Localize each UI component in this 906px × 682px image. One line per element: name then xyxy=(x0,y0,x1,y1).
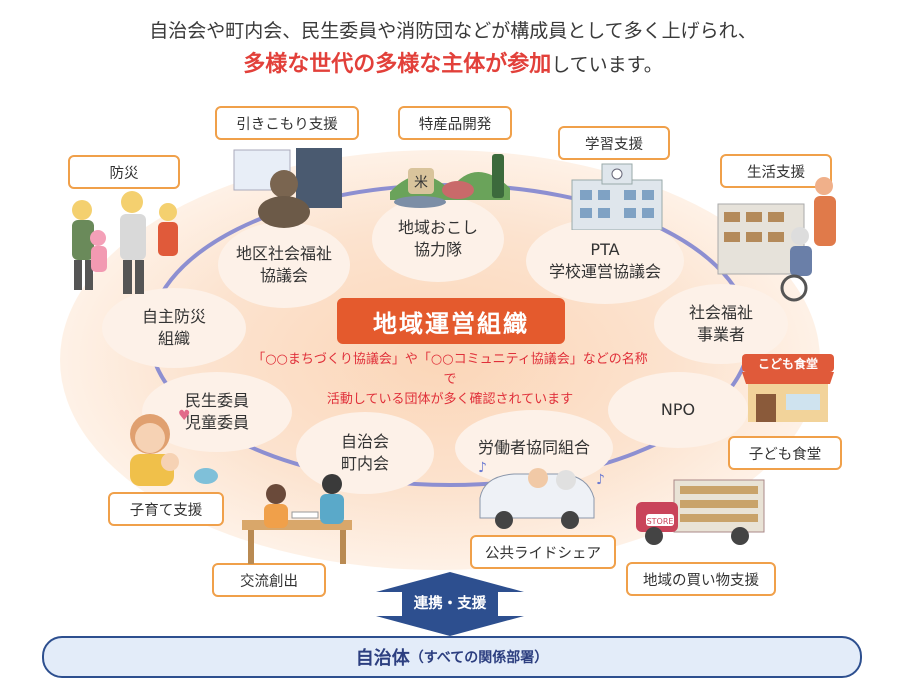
node-rodosha-kyodo-kumiai: 労働者協同組合 xyxy=(455,410,613,486)
node-pta: PTA 学校運営協議会 xyxy=(526,218,684,304)
hikikomori-illustration xyxy=(233,148,342,228)
tag-gakushu: 学習支援 xyxy=(558,126,670,160)
svg-text:♪: ♪ xyxy=(596,472,605,488)
store-sign: STORE xyxy=(647,517,674,526)
kodomo-shokudo-illustration: こども食堂 xyxy=(742,354,834,422)
center-title: 地域運営組織 xyxy=(337,298,565,344)
tag-hikikomori: 引きこもり支援 xyxy=(215,106,359,140)
node-chiku-shakai-fukushi: 地区社会福祉 協議会 xyxy=(218,222,350,308)
tag-kodomo-shokudo: 子ども食堂 xyxy=(728,436,842,470)
node-jishu-bosai: 自主防災 組織 xyxy=(102,288,246,368)
tag-koryu: 交流創出 xyxy=(212,563,326,597)
header-line-1: 自治会や町内会、民生委員や消防団などが構成員として多く上げられ、 xyxy=(149,20,757,42)
header-emphasis: 多様な世代の多様な主体が参加 xyxy=(243,52,552,77)
municipality-band: 自治体（すべての関係部署） xyxy=(42,636,862,678)
tag-ride-share: 公共ライドシェア xyxy=(470,535,616,569)
disaster-prevention-people-illustration xyxy=(72,191,178,294)
header-rest: しています。 xyxy=(551,54,663,76)
double-arrow-icon xyxy=(376,572,524,636)
local-products-illustration: 米 xyxy=(390,154,510,208)
ride-share-car-illustration: ♪ ♪ xyxy=(478,460,605,529)
header-line-2: 多様な世代の多様な主体が参加しています。 xyxy=(0,46,906,78)
tag-tokusanhin: 特産品開発 xyxy=(398,106,512,140)
center-note: 「○○まちづくり協議会」や「○○コミュニティ協議会」などの名称で 活動している団… xyxy=(252,352,648,408)
municipality-sublabel: （すべての関係部署） xyxy=(409,650,549,666)
child-rearing-illustration: ♥ xyxy=(130,408,218,486)
school-building-illustration xyxy=(571,163,663,230)
node-jichikai: 自治会 町内会 xyxy=(296,412,434,494)
tag-seikatsu: 生活支援 xyxy=(720,154,832,188)
rice-mark: 米 xyxy=(414,175,428,191)
exchange-meeting-illustration xyxy=(242,474,352,564)
kodomo-shokudo-sign: こども食堂 xyxy=(758,356,818,371)
mobile-shop-truck-illustration: STORE xyxy=(636,479,765,545)
node-chiiki-okoshi: 地域おこし 協力隊 xyxy=(372,196,504,282)
node-shakai-fukushi-jigyosha: 社会福祉 事業者 xyxy=(654,284,788,364)
tag-kaimono: 地域の買い物支援 xyxy=(626,562,776,596)
tag-bosai: 防災 xyxy=(68,155,180,189)
node-npo: NPO xyxy=(608,372,748,448)
svg-text:♥: ♥ xyxy=(178,408,191,424)
arrow-label: 連携・支援 xyxy=(413,596,487,612)
municipality-label: 自治体 xyxy=(355,648,410,669)
svg-text:♪: ♪ xyxy=(478,460,487,476)
tag-kosodate: 子育て支援 xyxy=(108,492,224,526)
living-support-illustration xyxy=(717,177,836,302)
